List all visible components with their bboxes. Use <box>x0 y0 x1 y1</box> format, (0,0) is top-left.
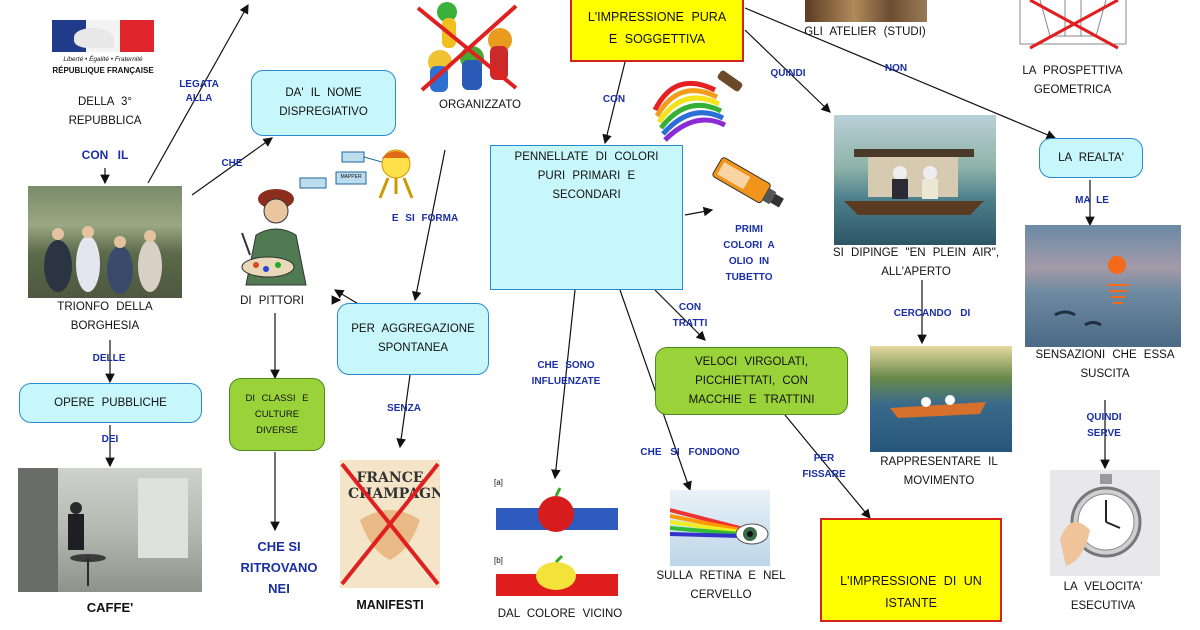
paint-tube-image <box>708 155 790 217</box>
label-atelier: GLI ATELIER (STUDI) <box>804 26 926 38</box>
link-e-si-forma: E SI FORMA <box>391 213 459 224</box>
label-velocita: LA VELOCITA' ESECUTIVA <box>1063 581 1143 612</box>
box-opere-pubbliche: OPERE PUBBLICHE <box>19 383 202 423</box>
link-con-tratti: CON TRATTI <box>672 302 708 329</box>
link-che-si-ritrovano-nei: CHE SI RITROVANO NEI <box>240 539 318 596</box>
label-repubblica: DELLA 3° REPUBBLICA <box>68 96 142 127</box>
label-organizzato: ORGANIZZATO <box>439 99 521 111</box>
label-rappresentare: RAPPRESENTARE IL MOVIMENTO <box>880 456 998 487</box>
box-veloci-tratti: VELOCI VIRGOLATI, PICCHIETTATI, CON MACC… <box>655 347 848 415</box>
label-primi-colori: PRIMI COLORI A OLIO IN TUBETTO <box>723 224 775 283</box>
label-sensazioni: SENSAZIONI CHE ESSA SUSCITA <box>1035 349 1175 380</box>
box-pennellate: PENNELLATE DI COLORI PURI PRIMARI E SECO… <box>490 145 683 290</box>
link-legata-alla: LEGATA ALLA <box>179 79 219 104</box>
logo-name: RÉPUBLIQUE FRANÇAISE <box>52 66 154 75</box>
box-istante: L'IMPRESSIONE DI UN ISTANTE <box>820 518 1002 622</box>
label-sulla-retina: SULLA RETINA E NEL CERVELLO <box>656 570 786 601</box>
link-che-si-fondono: CHE SI FONDONO <box>640 447 740 458</box>
label-trionfo: TRIONFO DELLA BORGHESIA <box>57 301 153 332</box>
link-cercando-di: CERCANDO DI <box>893 308 971 319</box>
fig-b-label: [b] <box>494 556 503 565</box>
link-ma-le: MA LE <box>1075 195 1109 206</box>
paintbrush-rainbow-image <box>645 70 747 142</box>
label-plein-air: SI DIPINGE "EN PLEIN AIR", ALL'APERTO <box>832 247 1000 278</box>
people-figures-image <box>412 0 522 92</box>
link-quindi-serve: QUINDI SERVE <box>1086 412 1122 439</box>
label-prospettiva: LA PROSPETTIVA GEOMETRICA <box>1022 65 1123 96</box>
link-che: CHE <box>221 158 243 169</box>
sunrise-painting <box>1025 225 1181 347</box>
link-delle: DELLE <box>92 353 126 364</box>
poster-image: FRANCE CHAMPAGNE <box>340 460 440 588</box>
box-classi-text: DI CLASSI E CULTURE DIVERSE <box>245 392 309 436</box>
box-opere-text: OPERE PUBBLICHE <box>54 396 167 409</box>
box-impressione-text: L'IMPRESSIONE PURA E SOGGETTIVA <box>587 10 727 46</box>
box-impressione: L'IMPRESSIONE PURA E SOGGETTIVA <box>570 0 744 62</box>
box-nome-dispregiativo: DA' IL NOME DISPREGIATIVO <box>251 70 396 136</box>
fig-a-label: [a] <box>494 478 503 487</box>
logo-motto: Liberté • Égalité • Fraternité <box>63 56 143 63</box>
boat-painting <box>834 115 996 245</box>
box-veloci-text: VELOCI VIRGOLATI, PICCHIETTATI, CON MACC… <box>688 355 815 406</box>
rowing-painting <box>870 346 1012 452</box>
link-quindi: QUINDI <box>770 68 806 79</box>
label-pittori: DI PITTORI <box>240 295 304 307</box>
perspective-image <box>1010 0 1136 50</box>
label-caffe: CAFFE' <box>86 600 134 615</box>
mapper-label: MAPPER <box>340 174 362 180</box>
atelier-painting <box>805 0 927 22</box>
republique-logo: Liberté • Égalité • Fraternité RÉPUBLIQU… <box>52 20 154 82</box>
mapper-figure: MAPPER <box>296 148 426 204</box>
link-dei: DEI <box>101 434 119 445</box>
painter-figure <box>232 185 322 291</box>
stopwatch-image <box>1050 470 1160 576</box>
link-con-il: CON IL <box>81 148 129 162</box>
box-aggregazione-text: PER AGGREGAZIONE SPONTANEA <box>351 323 475 354</box>
box-istante-text: L'IMPRESSIONE DI UN ISTANTE <box>840 574 982 610</box>
box-realta-text: LA REALTA' <box>1058 151 1124 164</box>
link-non: NON <box>884 63 908 74</box>
link-per-fissare: PER FISSARE <box>802 453 846 480</box>
label-manifesti: MANIFESTI <box>356 598 424 612</box>
box-classi-culture: DI CLASSI E CULTURE DIVERSE <box>229 378 325 451</box>
box-realta: LA REALTA' <box>1039 138 1143 178</box>
label-dal-colore: DAL COLORE VICINO <box>497 608 623 620</box>
box-aggregazione: PER AGGREGAZIONE SPONTANEA <box>337 303 489 375</box>
link-senza: SENZA <box>387 403 421 414</box>
link-con: CON <box>602 94 626 105</box>
box-nome-text: DA' IL NOME DISPREGIATIVO <box>279 87 368 118</box>
link-che-sono-influenzate: CHE SONO INFLUENZATE <box>531 360 601 387</box>
apple-lemon-figure: [a] [b] <box>492 478 622 606</box>
cafe-painting <box>18 468 202 592</box>
borghesia-painting <box>28 186 182 298</box>
eye-rainbow-image <box>670 490 770 566</box>
box-pennellate-text: PENNELLATE DI COLORI PURI PRIMARI E SECO… <box>514 151 659 201</box>
